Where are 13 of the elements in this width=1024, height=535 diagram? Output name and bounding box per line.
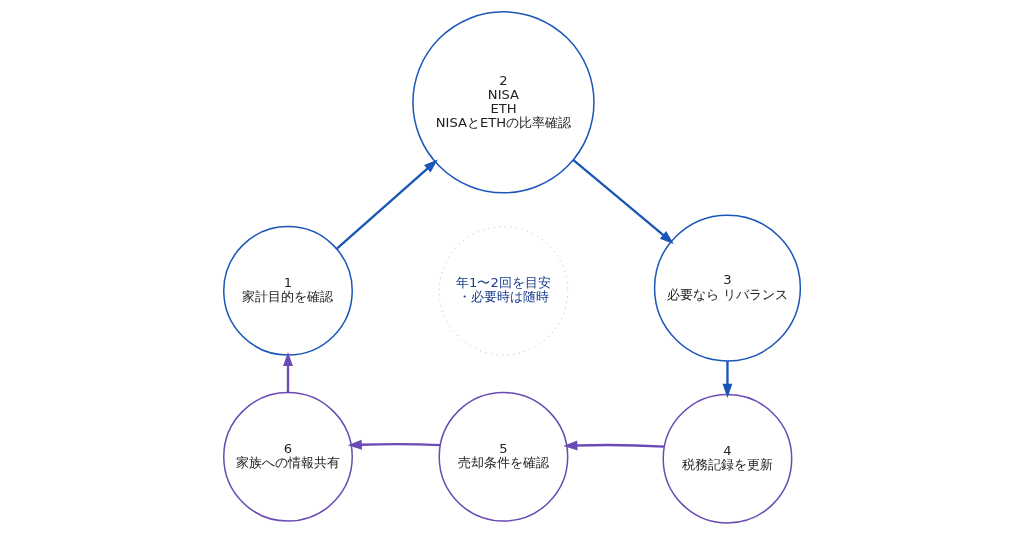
node-circle: 年1〜2回を目安 ・必要時は随時 <box>438 226 569 356</box>
arrow <box>283 351 293 393</box>
node-circle: 1 家計目的を確認 <box>223 225 353 356</box>
node-circle: 2 NISA ETH NISAとETHの比率確認 <box>412 11 595 194</box>
node-circle: 5 売却条件を確認 <box>438 391 569 522</box>
node-circle: 3 必要なら リバランス <box>653 214 802 362</box>
node-circle: 6 家族への情報共有 <box>223 391 353 522</box>
arrow <box>563 440 665 451</box>
arrow <box>722 361 733 398</box>
arrow <box>335 159 438 250</box>
arrow <box>572 158 674 244</box>
node-circle: 4 税務記録を更新 <box>662 393 793 524</box>
arrow <box>347 439 441 450</box>
